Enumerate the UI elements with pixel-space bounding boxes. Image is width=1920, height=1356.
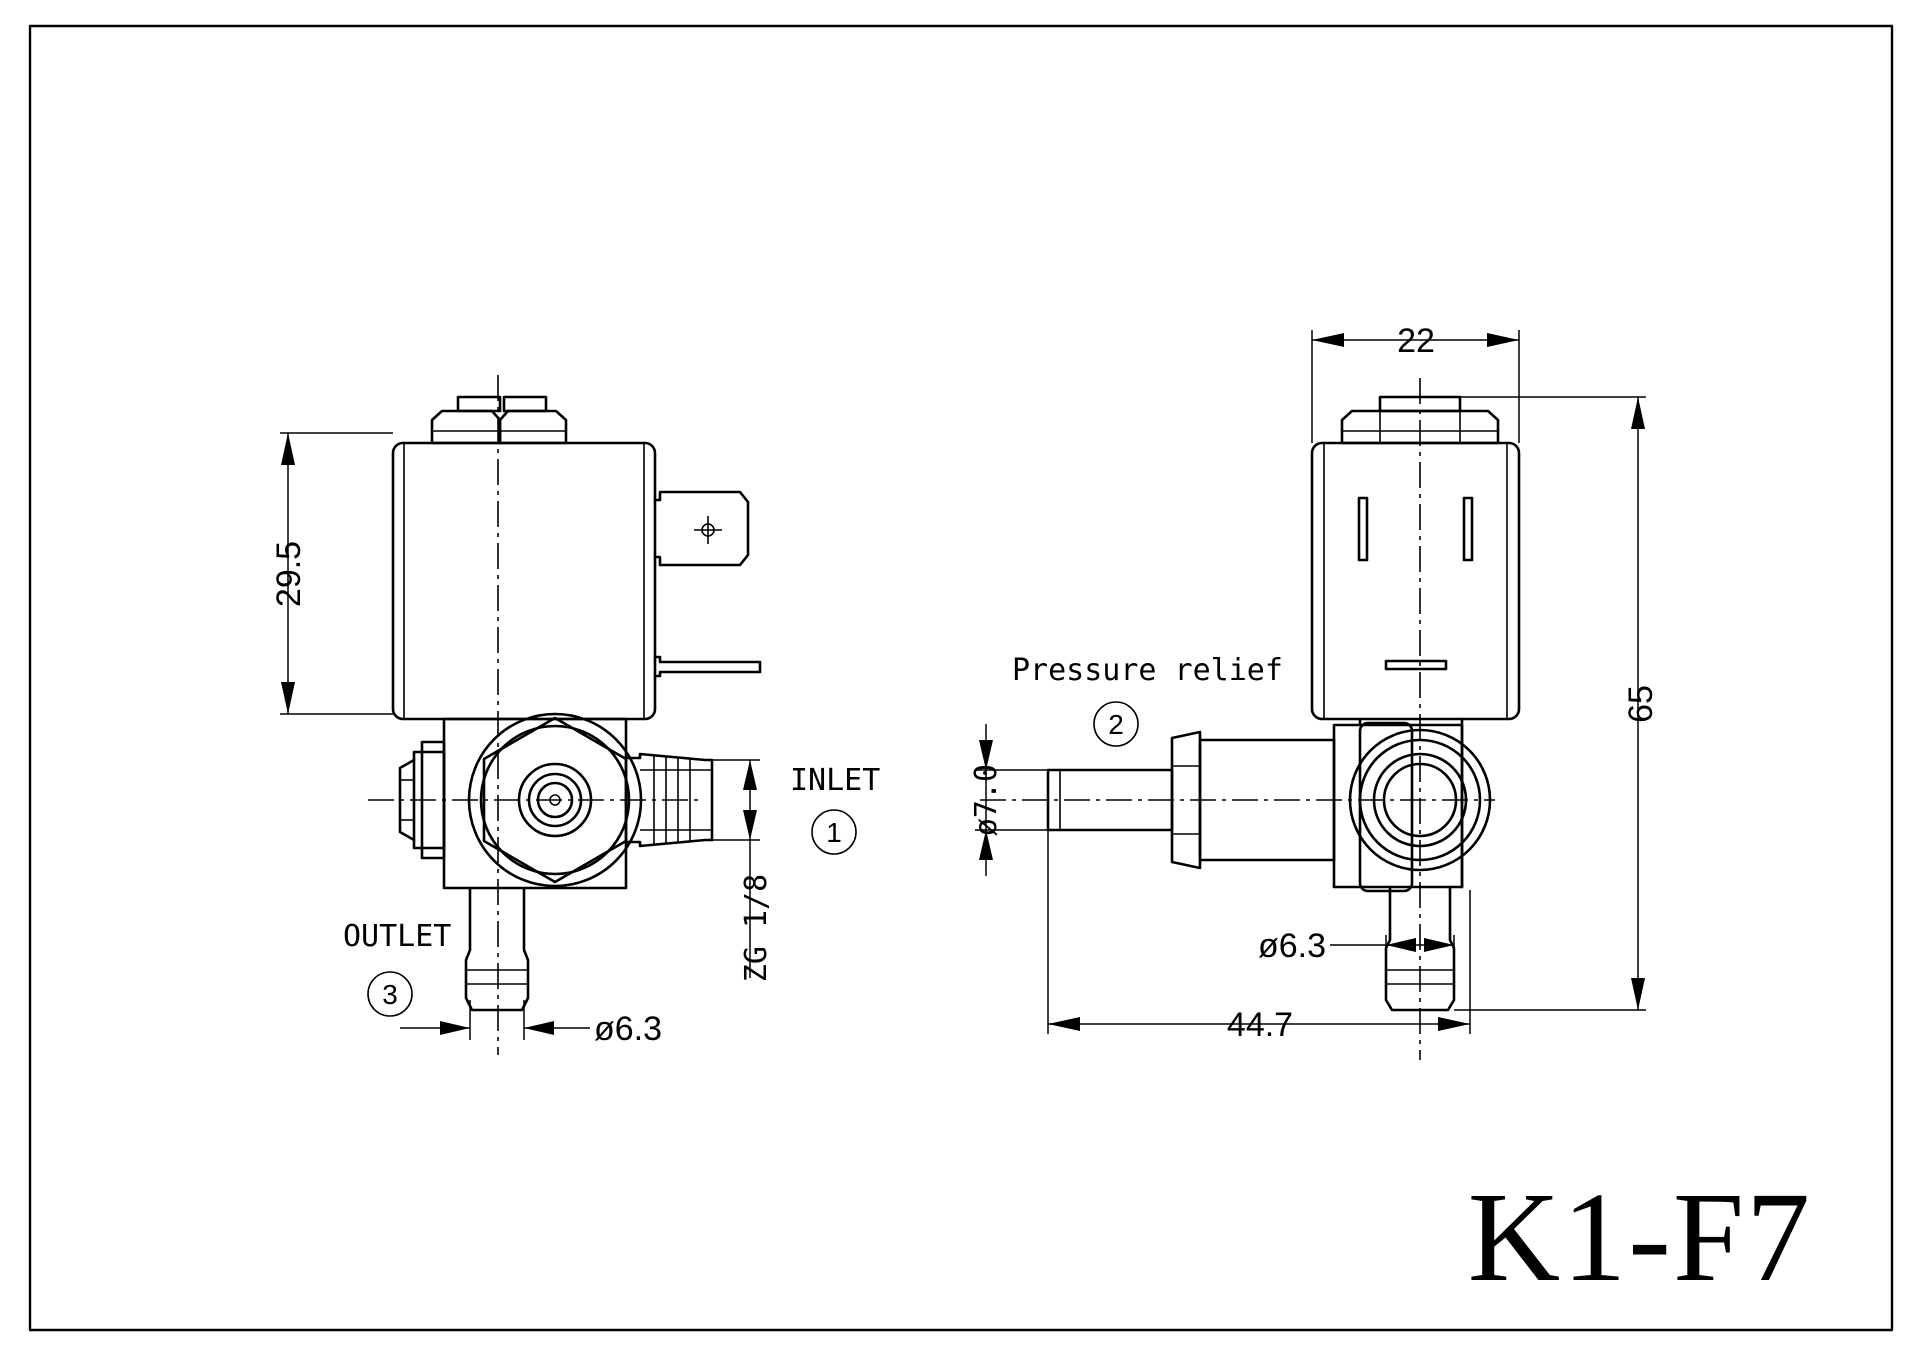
terminal-slot-bottom xyxy=(1384,659,1448,671)
top-nut xyxy=(430,395,568,445)
dim-width: 22 xyxy=(1311,322,1520,443)
side-outlet-spigot xyxy=(1384,885,1456,1012)
dim-inlet-thread-text: ZG 1/8 xyxy=(739,874,774,982)
model-number: K1-F7 xyxy=(1468,1166,1812,1308)
outlet-spigot xyxy=(464,886,530,1012)
dim-inlet-thread: ZG 1/8 xyxy=(712,759,774,982)
side-valve-body xyxy=(1332,717,1492,893)
pressure-relief-bubble: 2 xyxy=(1093,701,1139,747)
dim-outlet-side: ø6.3 xyxy=(1258,927,1455,965)
terminal-slot-right xyxy=(1462,496,1474,562)
left-plug xyxy=(398,740,446,860)
dim-outlet-front-text: ø6.3 xyxy=(594,1010,662,1048)
dim-overall-length-text: 44.7 xyxy=(1227,1006,1293,1044)
dim-relief-diameter-text: ø7.0 xyxy=(969,764,1004,836)
inlet-bubble-number: 1 xyxy=(826,817,842,848)
dim-coil-height: 29.5 xyxy=(270,432,393,715)
dim-outlet-side-text: ø6.3 xyxy=(1258,927,1326,965)
outlet-bubble: 3 xyxy=(367,971,413,1017)
dim-coil-height-text: 29.5 xyxy=(270,541,308,607)
dim-outlet-front: ø6.3 xyxy=(400,1000,662,1048)
outlet-label: OUTLET xyxy=(343,919,451,954)
terminal-slot-left xyxy=(1357,496,1369,562)
pressure-relief-label: Pressure relief xyxy=(1012,653,1283,688)
dim-overall-length: 44.7 xyxy=(1047,830,1471,1044)
outlet-bubble-number: 3 xyxy=(382,979,398,1010)
inlet-bubble: 1 xyxy=(811,809,857,855)
side-coil-housing xyxy=(1310,441,1521,721)
dim-overall-height-text: 65 xyxy=(1622,685,1660,723)
side-view: 22 65 ø7.0 ø6.3 xyxy=(969,322,1660,1060)
front-view: 29.5 ZG 1/8 ø6.3 INLET 1 OUTLET xyxy=(270,375,880,1055)
dim-relief-diameter: ø7.0 xyxy=(969,724,1048,876)
drawing-frame xyxy=(28,24,1894,1332)
pressure-relief-fitting xyxy=(1046,730,1336,870)
dim-width-text: 22 xyxy=(1397,322,1435,360)
inlet-label: INLET xyxy=(790,763,880,798)
inlet-fitting xyxy=(624,752,714,848)
terminal-tab xyxy=(653,490,762,678)
dim-overall-height: 65 xyxy=(1454,396,1660,1011)
coil-housing xyxy=(391,441,657,721)
center-port xyxy=(467,712,643,888)
pressure-relief-bubble-number: 2 xyxy=(1108,709,1124,740)
